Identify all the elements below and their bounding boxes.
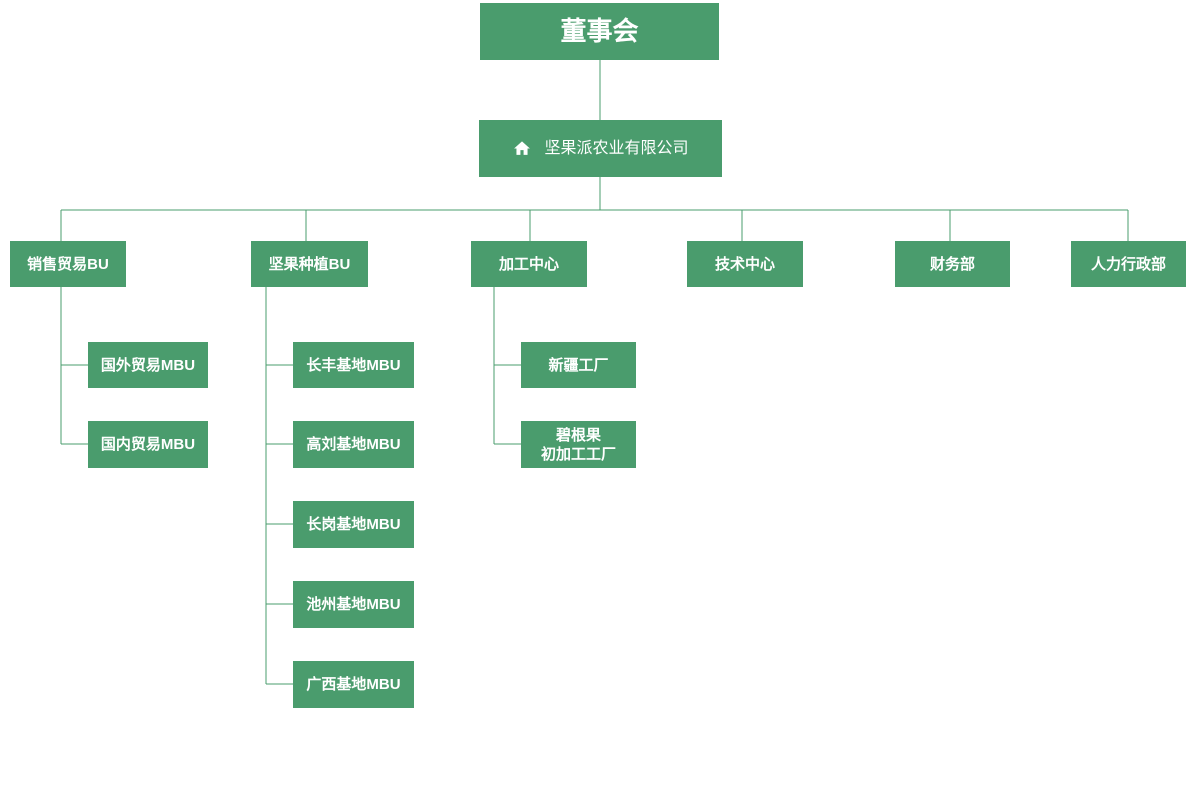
node-xinjiang-factory[interactable]: 新疆工厂 bbox=[521, 342, 636, 388]
node-label: 加工中心 bbox=[498, 255, 559, 273]
node-label: 董事会 bbox=[560, 16, 639, 46]
node-label: 财务部 bbox=[929, 255, 975, 273]
node-dept-sales-trade-bu[interactable]: 销售贸易BU bbox=[10, 241, 126, 287]
node-dept-finance[interactable]: 财务部 bbox=[895, 241, 1010, 287]
node-label: 高刘基地MBU bbox=[306, 436, 401, 453]
node-label: 广西基地MBU bbox=[306, 676, 401, 693]
node-gaoliu-base-mbu[interactable]: 高刘基地MBU bbox=[293, 421, 414, 468]
node-label: 技术中心 bbox=[714, 255, 775, 273]
node-changfeng-base-mbu[interactable]: 长丰基地MBU bbox=[293, 342, 414, 388]
node-domestic-trade-mbu[interactable]: 国内贸易MBU bbox=[88, 421, 208, 468]
node-dept-hr-admin[interactable]: 人力行政部 bbox=[1071, 241, 1186, 287]
node-label: 坚果种植BU bbox=[268, 255, 351, 273]
node-label: 碧根果 初加工工厂 bbox=[540, 426, 616, 463]
node-label: 新疆工厂 bbox=[548, 356, 609, 374]
node-board-of-directors[interactable]: 董事会 bbox=[480, 3, 719, 60]
node-label: 国外贸易MBU bbox=[100, 356, 196, 374]
node-dept-processing-center[interactable]: 加工中心 bbox=[471, 241, 587, 287]
node-label: 长丰基地MBU bbox=[306, 356, 401, 374]
node-changgang-base-mbu[interactable]: 长岗基地MBU bbox=[293, 501, 414, 548]
node-label: 坚果派农业有限公司 bbox=[544, 140, 689, 157]
node-label: 销售贸易BU bbox=[27, 255, 109, 273]
home-icon bbox=[512, 139, 532, 158]
node-dept-technology-center[interactable]: 技术中心 bbox=[687, 241, 803, 287]
node-pecan-primary-processing-factory[interactable]: 碧根果 初加工工厂 bbox=[521, 421, 636, 468]
node-label: 长岗基地MBU bbox=[306, 516, 401, 533]
node-company-root[interactable]: 坚果派农业有限公司 bbox=[479, 120, 722, 177]
node-guangxi-base-mbu[interactable]: 广西基地MBU bbox=[293, 661, 414, 708]
node-label: 人力行政部 bbox=[1090, 255, 1166, 273]
node-dept-nut-planting-bu[interactable]: 坚果种植BU bbox=[251, 241, 368, 287]
node-label: 国内贸易MBU bbox=[100, 436, 196, 453]
node-label: 池州基地MBU bbox=[306, 596, 401, 613]
node-foreign-trade-mbu[interactable]: 国外贸易MBU bbox=[88, 342, 208, 388]
node-chizhou-base-mbu[interactable]: 池州基地MBU bbox=[293, 581, 414, 628]
